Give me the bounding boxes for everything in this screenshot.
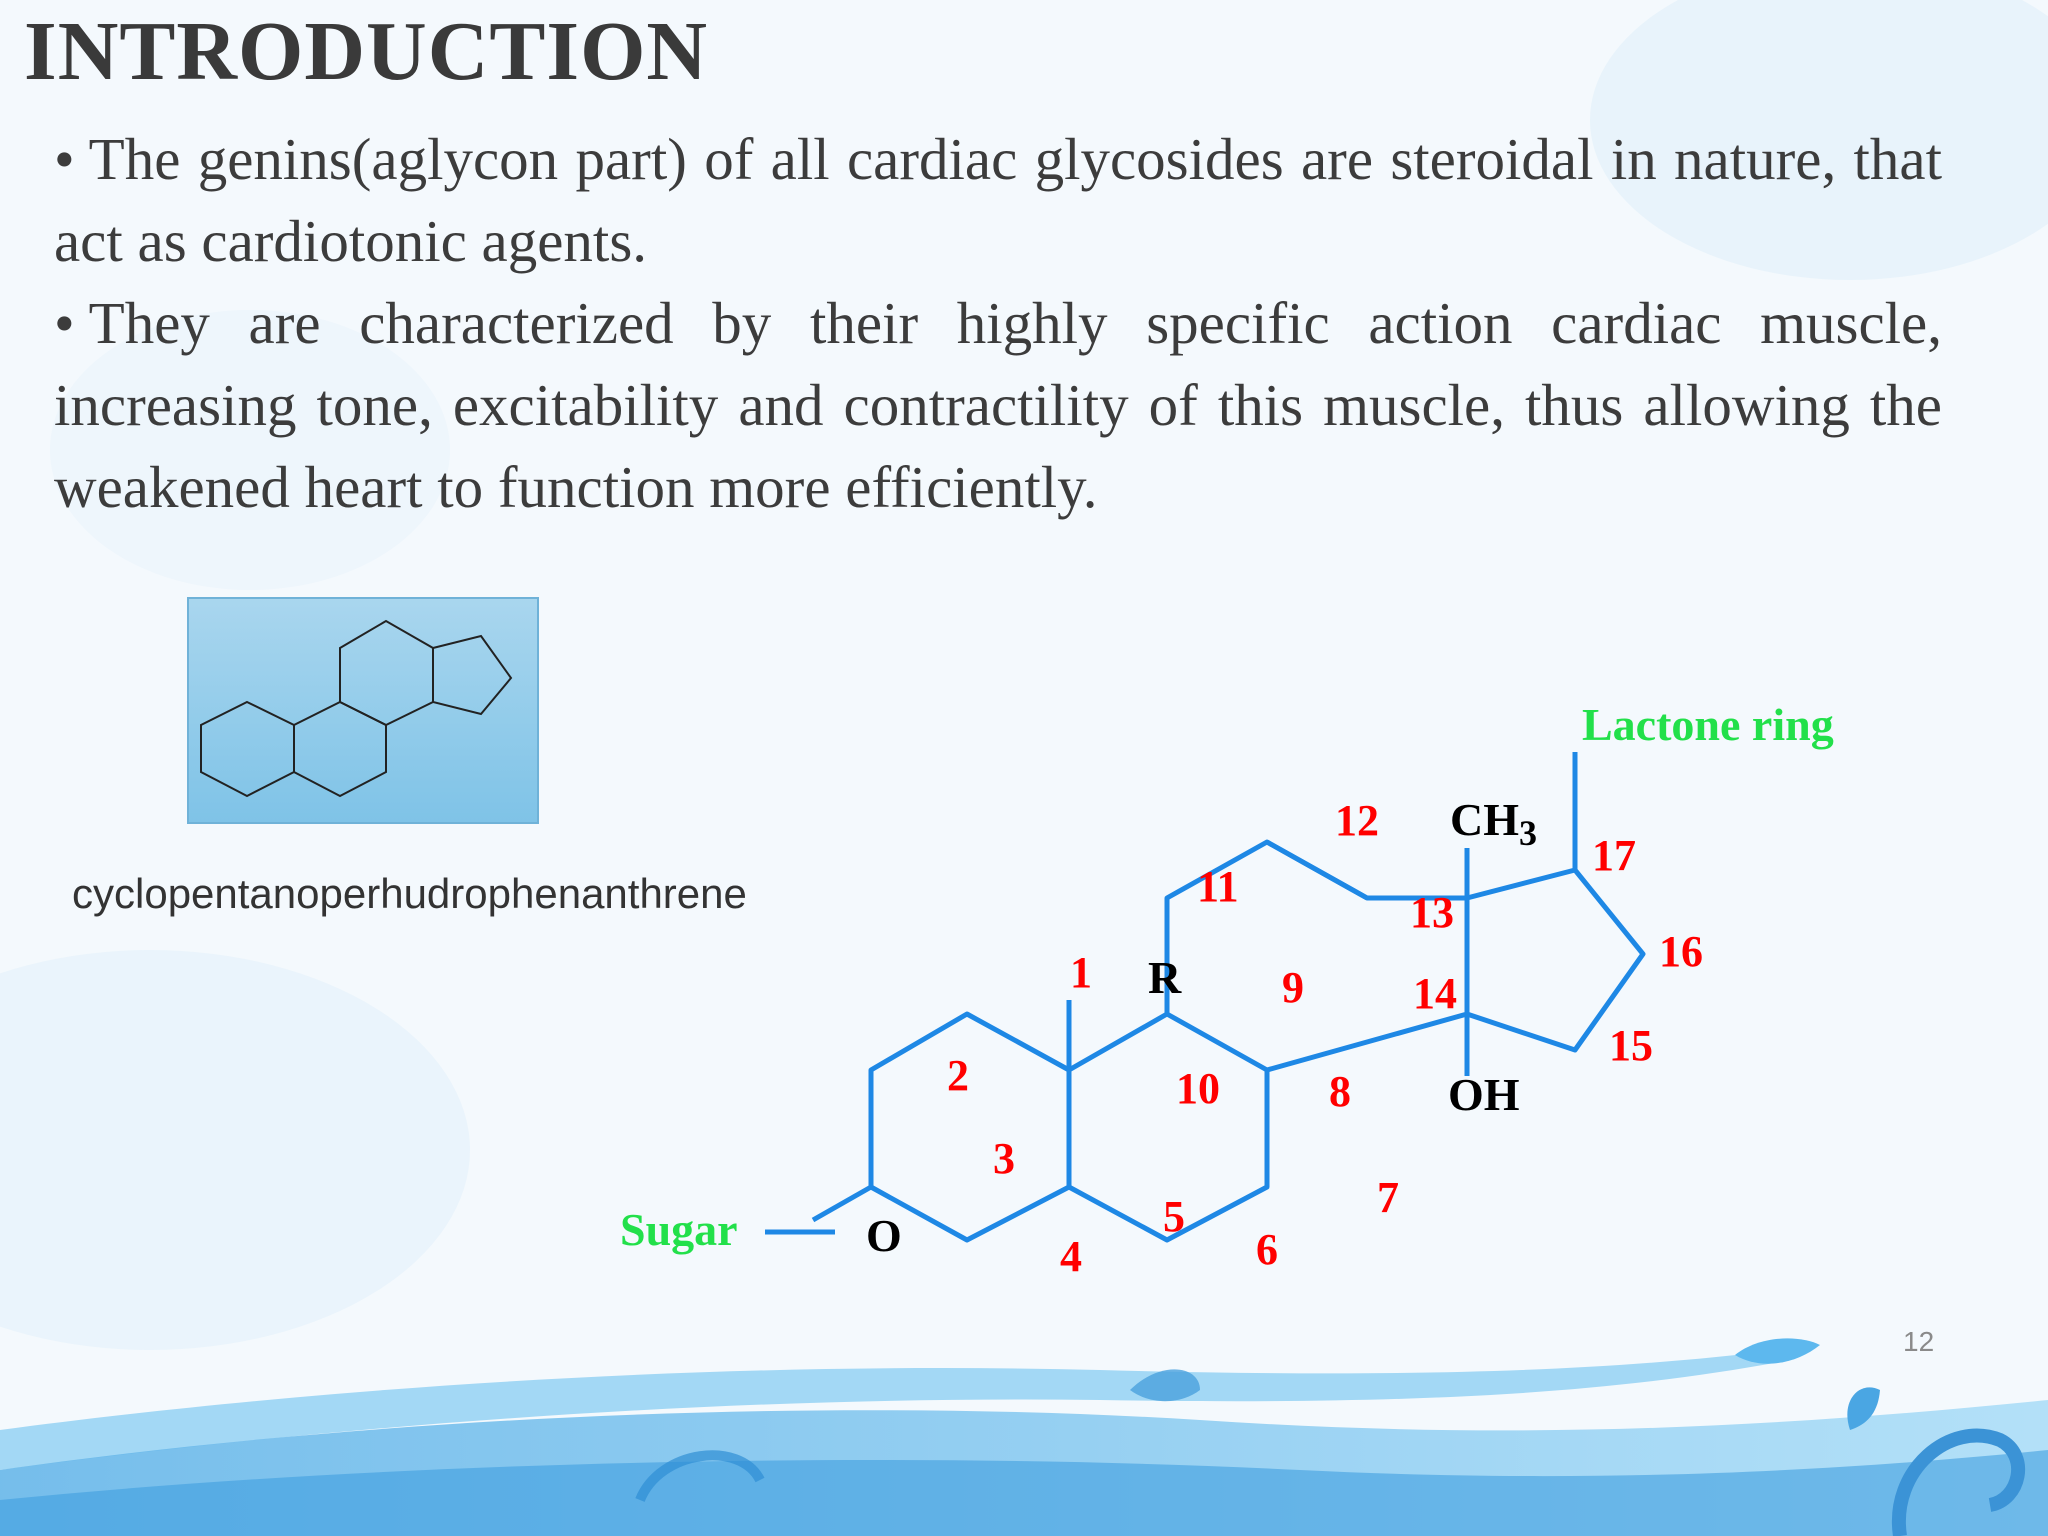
- hydroxyl-label: OH: [1448, 1069, 1520, 1120]
- bullet-dot: •: [54, 290, 75, 356]
- carbon-number: 5: [1163, 1192, 1185, 1241]
- carbon-number: 1: [1070, 948, 1092, 997]
- bullet-dot: •: [54, 126, 75, 192]
- bullet-item: •They are characterized by their highly …: [54, 282, 1942, 528]
- carbon-number: 14: [1413, 969, 1457, 1018]
- carbon-number: 13: [1410, 888, 1454, 937]
- carbon-number: 8: [1329, 1067, 1351, 1116]
- carbon-number: 10: [1176, 1064, 1220, 1113]
- steroid-skeleton-image: [187, 597, 539, 824]
- methyl-label: CH3: [1450, 794, 1537, 853]
- lactone-ring-label: Lactone ring: [1582, 699, 1834, 750]
- carbon-number: 17: [1592, 831, 1636, 880]
- carbon-number: 15: [1609, 1021, 1653, 1070]
- page-number: 12: [1903, 1326, 1935, 1357]
- slide-title: INTRODUCTION: [24, 5, 709, 98]
- carbon-number: 6: [1256, 1225, 1278, 1274]
- carbon-number: 3: [993, 1134, 1015, 1183]
- carbon-number: 16: [1659, 927, 1703, 976]
- methyl-label-main: CH: [1450, 794, 1519, 845]
- carbon-number: 4: [1060, 1232, 1082, 1281]
- methyl-label-subscript: 3: [1519, 813, 1537, 853]
- carbon-number: 11: [1197, 862, 1239, 911]
- bullet-list: •The genins(aglycon part) of all cardiac…: [54, 118, 1942, 528]
- bullet-item: •The genins(aglycon part) of all cardiac…: [54, 118, 1942, 282]
- skeleton-caption: cyclopentanoperhudrophenanthrene: [72, 870, 747, 917]
- steroid-skeleton-drawing: [200, 619, 513, 798]
- oxygen-label: O: [866, 1210, 902, 1261]
- structure-bonds: [811, 752, 1646, 1243]
- carbon-number: 2: [947, 1051, 969, 1100]
- carbon-number: 12: [1335, 796, 1379, 845]
- cardiac-glycoside-structure: 1 2 3 4 5 6 7 8 9 10 11 12 13 14 15 16 1…: [620, 699, 1834, 1281]
- r-group-label: R: [1148, 952, 1182, 1003]
- carbon-number: 9: [1282, 963, 1304, 1012]
- sugar-label: Sugar: [620, 1204, 738, 1255]
- carbon-number: 7: [1377, 1173, 1399, 1222]
- bullet-text: They are characterized by their highly s…: [54, 290, 1942, 520]
- bullet-text: The genins(aglycon part) of all cardiac …: [54, 126, 1942, 274]
